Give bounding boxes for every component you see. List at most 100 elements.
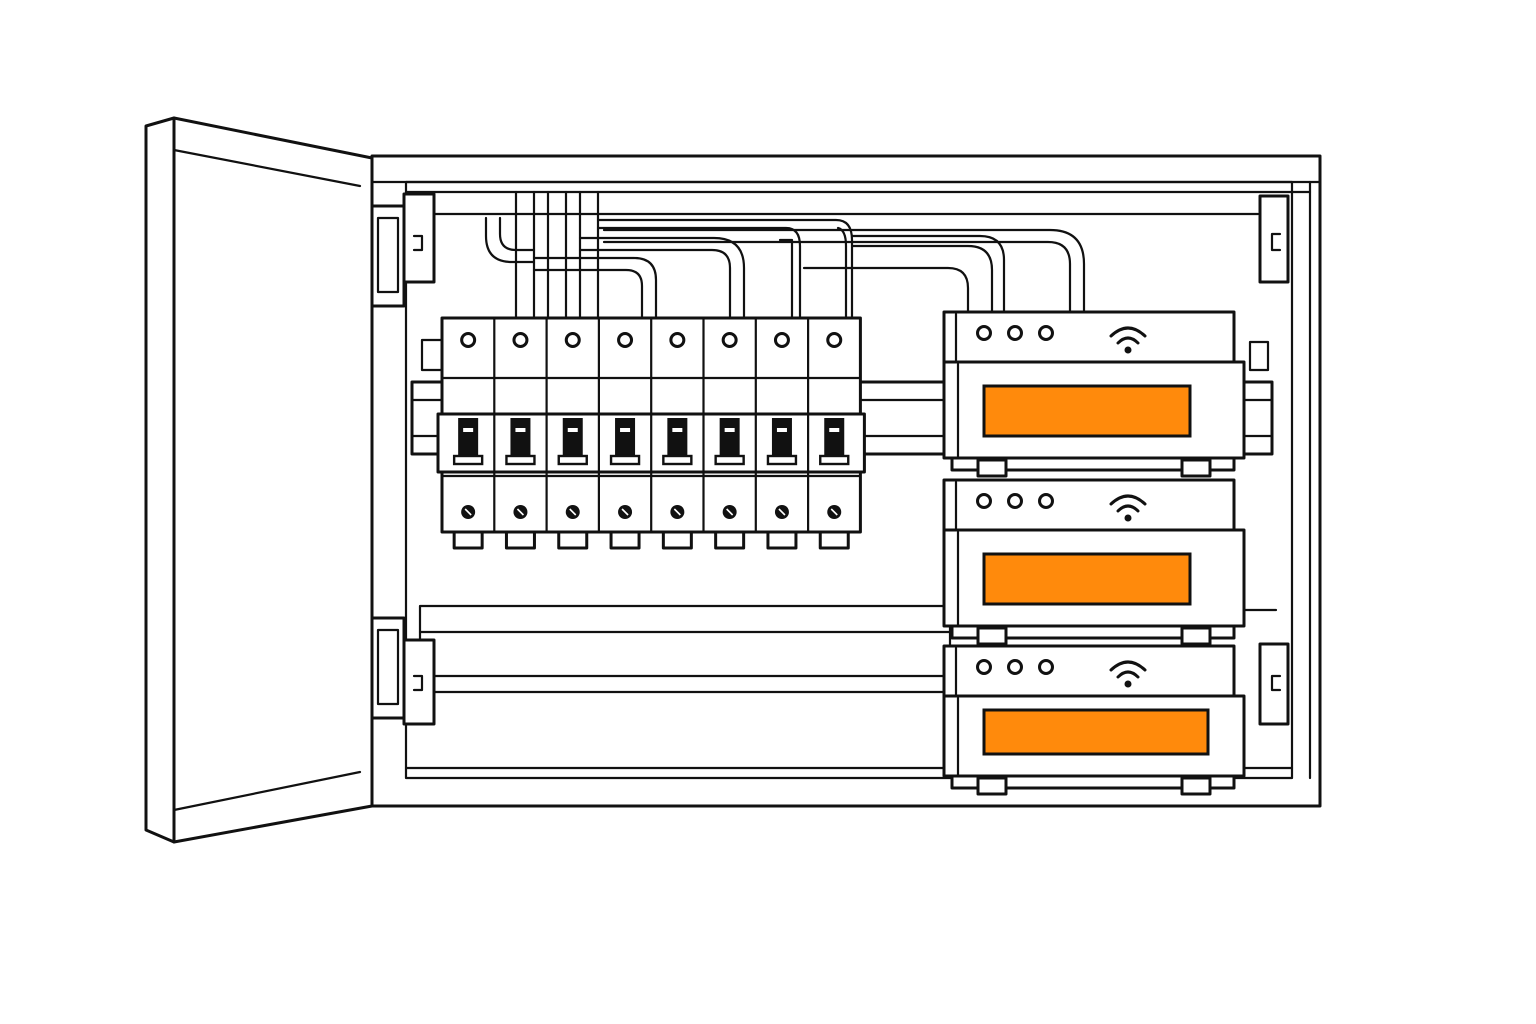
wifi-dot — [1124, 514, 1132, 522]
indicator-led — [1038, 325, 1054, 341]
circuit-breaker-row — [436, 316, 866, 550]
indicator-led — [1007, 659, 1023, 675]
circuit-breaker — [702, 316, 746, 550]
smart-module — [942, 310, 1246, 478]
breaker-foot — [766, 530, 798, 550]
wifi-icon — [1109, 494, 1147, 522]
breaker-toggle-base — [819, 454, 850, 466]
breaker-toggle-base — [609, 454, 641, 466]
indicator-led — [976, 325, 992, 341]
mounting-bracket-icon — [1258, 194, 1290, 284]
circuit-breaker — [545, 316, 589, 550]
terminal-screw-icon — [826, 332, 843, 348]
breaker-toggle — [719, 418, 740, 460]
module-foot — [976, 626, 1008, 646]
breaker-toggle-base — [505, 454, 536, 466]
module-foot — [1180, 626, 1212, 646]
module-base — [950, 456, 1236, 472]
module-cap — [942, 310, 1236, 364]
terminal-screw-slot — [464, 508, 472, 516]
wifi-arc — [1116, 670, 1140, 679]
breaker-toggle-mark — [515, 428, 526, 432]
indicator-led — [976, 493, 992, 509]
breaker-toggle — [615, 418, 636, 460]
module-display — [982, 552, 1192, 606]
breaker-toggle — [562, 418, 583, 460]
breaker-toggle — [458, 418, 479, 460]
breaker-toggle-mark — [463, 428, 474, 432]
hinge-icon — [370, 616, 406, 720]
terminal-screw-icon — [721, 332, 738, 348]
breaker-foot — [557, 530, 589, 550]
indicator-led — [1007, 493, 1023, 509]
breaker-toggle-mark — [829, 428, 840, 432]
terminal-screw-slot — [830, 508, 838, 516]
circuit-breaker — [754, 316, 798, 550]
breaker-foot — [818, 530, 850, 550]
wifi-dot — [1124, 680, 1132, 688]
circuit-breaker — [806, 316, 850, 550]
circuit-breaker — [452, 332, 484, 550]
terminal-screw-slot — [726, 508, 734, 516]
mounting-bracket-icon — [402, 638, 436, 726]
breaker-foot — [609, 530, 641, 550]
mounting-bracket-icon — [402, 192, 436, 284]
breaker-toggle-mark — [672, 428, 683, 432]
terminal-screw-slot — [673, 508, 681, 516]
terminal-screw-icon — [460, 332, 477, 348]
breaker-toggle-base — [452, 454, 484, 466]
wifi-arc — [1116, 504, 1140, 513]
wifi-arc — [1109, 326, 1147, 338]
circuit-breaker — [597, 316, 641, 550]
wifi-icon — [1109, 326, 1147, 354]
wifi-arc — [1116, 336, 1140, 345]
module-cap — [942, 644, 1236, 698]
breaker-foot — [452, 530, 484, 550]
wifi-arc — [1109, 494, 1147, 506]
terminal-screw-slot — [778, 508, 786, 516]
breaker-foot — [661, 530, 693, 550]
breaker-toggle-base — [714, 454, 745, 466]
cabinet-door — [144, 116, 374, 844]
module-cap — [942, 478, 1236, 532]
terminal-screw-slot — [569, 508, 577, 516]
breaker-toggle-mark — [620, 428, 631, 432]
breaker-toggle — [667, 418, 688, 460]
wifi-icon — [1109, 660, 1147, 688]
terminal-screw-icon — [617, 332, 634, 348]
terminal-screw-icon — [773, 332, 790, 348]
breaker-toggle — [771, 418, 792, 460]
terminal-screw-icon — [564, 332, 581, 348]
breaker-toggle — [510, 418, 531, 460]
module-foot — [1180, 458, 1212, 478]
module-display — [982, 384, 1192, 438]
breaker-toggle-mark — [567, 428, 578, 432]
circuit-breaker — [650, 316, 693, 550]
circuit-breaker — [493, 316, 536, 550]
module-foot — [976, 458, 1008, 478]
wifi-dot — [1124, 346, 1132, 354]
wiring — [484, 190, 1086, 320]
module-base — [950, 774, 1236, 790]
terminal-screw-slot — [516, 508, 525, 516]
breaker-foot — [714, 530, 746, 550]
breaker-toggle-base — [557, 454, 588, 466]
breaker-toggle-base — [662, 454, 693, 466]
smart-module — [942, 478, 1246, 646]
smart-module — [942, 644, 1246, 796]
terminal-screw-slot — [621, 508, 629, 516]
breaker-toggle-base — [766, 454, 798, 466]
hinge-icon — [370, 204, 406, 308]
module-base — [950, 624, 1236, 640]
terminal-screw-icon — [512, 332, 529, 348]
wifi-arc — [1109, 660, 1147, 672]
smart-module-stack — [942, 310, 1246, 796]
mounting-bracket-icon — [1258, 642, 1290, 726]
terminal-screw-icon — [669, 332, 686, 348]
indicator-led — [1007, 325, 1023, 341]
module-foot — [1180, 776, 1212, 796]
breaker-toggle-mark — [776, 428, 787, 432]
indicator-led — [976, 659, 992, 675]
